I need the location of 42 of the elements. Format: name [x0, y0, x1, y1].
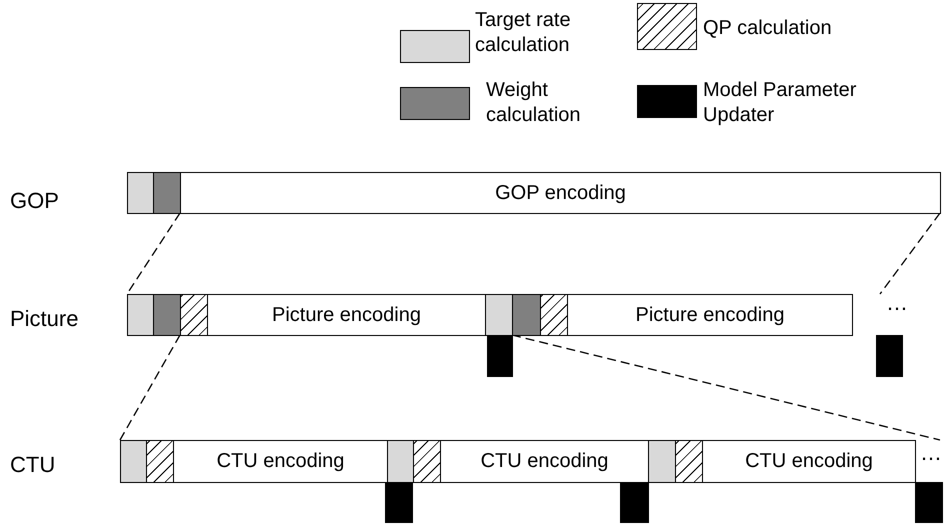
target-rate-block — [127, 172, 154, 214]
updater-block — [876, 335, 903, 377]
row-label: Picture — [10, 306, 78, 332]
qp-block — [413, 440, 441, 483]
target-rate-block — [648, 440, 676, 483]
encoding-bar — [440, 440, 649, 483]
bar-label: CTU encoding — [745, 450, 873, 473]
updater-block — [620, 482, 649, 523]
legend-label: Target rate calculation — [475, 8, 572, 58]
updater-block — [487, 335, 513, 377]
target-rate-block — [387, 440, 414, 483]
legend-label: Weight calculation — [486, 78, 582, 128]
updater-block — [385, 482, 413, 523]
bar-label: Picture encoding — [272, 304, 421, 326]
weight-block — [153, 294, 181, 336]
qp-block — [540, 294, 568, 336]
target-rate-block — [485, 294, 513, 336]
bar-label: Picture encoding — [636, 304, 784, 326]
encoding-bar — [173, 440, 388, 483]
zoom-line — [879, 212, 941, 294]
bar-label: CTU encoding — [480, 450, 608, 473]
row-label: GOP — [10, 188, 59, 214]
ellipsis: … — [886, 290, 908, 316]
bar-label: GOP encoding — [495, 182, 626, 204]
qp-block — [180, 294, 208, 336]
ellipsis: … — [920, 440, 942, 466]
encoding-bar — [207, 294, 486, 336]
weight-block — [153, 172, 181, 214]
encoding-bar — [567, 294, 853, 336]
target-rate-block — [120, 440, 147, 483]
qp-block — [146, 440, 174, 483]
updater-block — [915, 482, 943, 523]
target-rate-block — [127, 294, 154, 336]
zoom-line — [119, 334, 181, 440]
legend-label: Model Parameter Updater — [703, 78, 858, 128]
bar-label: CTU encoding — [216, 450, 344, 473]
encoding-bar — [702, 440, 916, 483]
weight-block — [512, 294, 541, 336]
row-label: CTU — [10, 452, 56, 478]
encoding-bar — [180, 172, 941, 214]
qp-block — [675, 440, 703, 483]
legend-label: QP calculation — [703, 16, 833, 41]
